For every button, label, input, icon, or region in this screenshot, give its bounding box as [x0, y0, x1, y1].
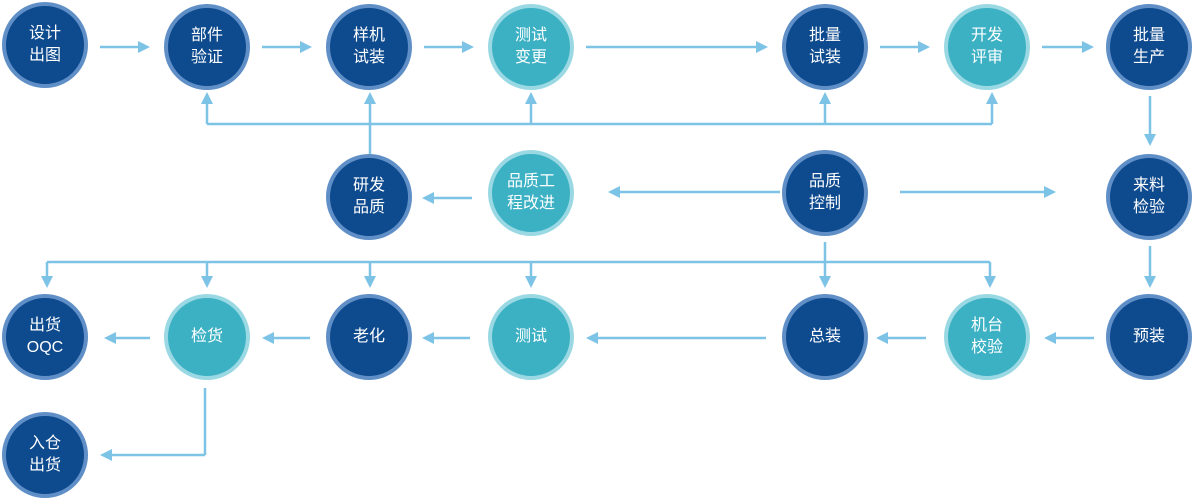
arrow-feedback-to-batch-arrowhead: [819, 92, 831, 104]
arrow-bus-to-oqc-arrowhead: [41, 276, 53, 288]
arrow-qe-to-rdquality-arrowhead: [422, 192, 434, 204]
arrow-goods-to-warehouse-arrowhead: [100, 449, 112, 461]
arrow-qc-to-incoming-arrowhead: [1044, 186, 1056, 198]
arrow-pre-to-calibration-arrowhead: [1044, 332, 1056, 344]
node-ship-oqc: 出货 OQC: [2, 294, 88, 380]
arrow-mass-to-incoming-arrowhead: [1144, 134, 1156, 146]
node-dev-review: 开发 评审: [944, 4, 1030, 90]
arrow-bus-to-final-arrowhead: [819, 276, 831, 288]
arrow-batch-to-review-arrowhead: [918, 41, 930, 53]
node-batch-trial: 批量 试装: [782, 4, 868, 90]
arrow-testing-to-aging-arrowhead: [422, 332, 434, 344]
node-aging: 老化: [326, 294, 412, 380]
arrow-review-to-mass-arrowhead: [1082, 41, 1094, 53]
arrow-final-to-testing-arrowhead: [586, 332, 598, 344]
arrow-aging-to-goods-arrowhead: [262, 332, 274, 344]
node-quality-control: 品质 控制: [782, 150, 868, 236]
node-prototype-assembly: 样机 试装: [326, 4, 412, 90]
arrow-qc-to-qe-arrowhead: [608, 186, 620, 198]
arrow-bus-to-aging-arrowhead: [364, 276, 376, 288]
arrow-feedback-to-component-arrowhead: [201, 92, 213, 104]
arrow-prototype-to-testchange-arrowhead: [462, 41, 474, 53]
node-rd-quality: 研发 品质: [326, 154, 412, 240]
node-quality-engineering: 品质工 程改进: [488, 150, 574, 236]
node-final-assembly: 总装: [782, 294, 868, 380]
arrow-bus-to-goods-arrowhead: [201, 276, 213, 288]
arrow-calibration-to-final-arrowhead: [876, 332, 888, 344]
arrow-bus-to-testing-arrowhead: [525, 276, 537, 288]
node-pre-assembly: 预装: [1106, 294, 1192, 380]
node-testing: 测试: [488, 294, 574, 380]
arrow-component-to-prototype-arrowhead: [300, 41, 312, 53]
node-warehouse-ship: 入仓 出货: [2, 412, 88, 498]
arrow-design-to-component-arrowhead: [138, 41, 150, 53]
arrow-testchange-to-batch-arrowhead: [756, 41, 768, 53]
node-machine-calibration: 机台 校验: [944, 294, 1030, 380]
node-test-change: 测试 变更: [488, 4, 574, 90]
node-incoming-inspection: 来料 检验: [1106, 154, 1192, 240]
arrow-incoming-to-preassembly-arrowhead: [1144, 276, 1156, 288]
node-goods-inspection: 检货: [164, 294, 250, 380]
arrow-goods-to-oqc-arrowhead: [104, 332, 116, 344]
node-component-verify: 部件 验证: [164, 4, 250, 90]
arrow-feedback-to-testchange-arrowhead: [525, 92, 537, 104]
node-mass-production: 批量 生产: [1106, 4, 1192, 90]
node-design-drawing: 设计 出图: [2, 2, 88, 88]
arrow-feedback-to-prototype-arrowhead: [364, 92, 376, 104]
arrow-feedback-to-review-arrowhead: [986, 92, 998, 104]
arrow-bus-to-calibration-arrowhead: [984, 276, 996, 288]
